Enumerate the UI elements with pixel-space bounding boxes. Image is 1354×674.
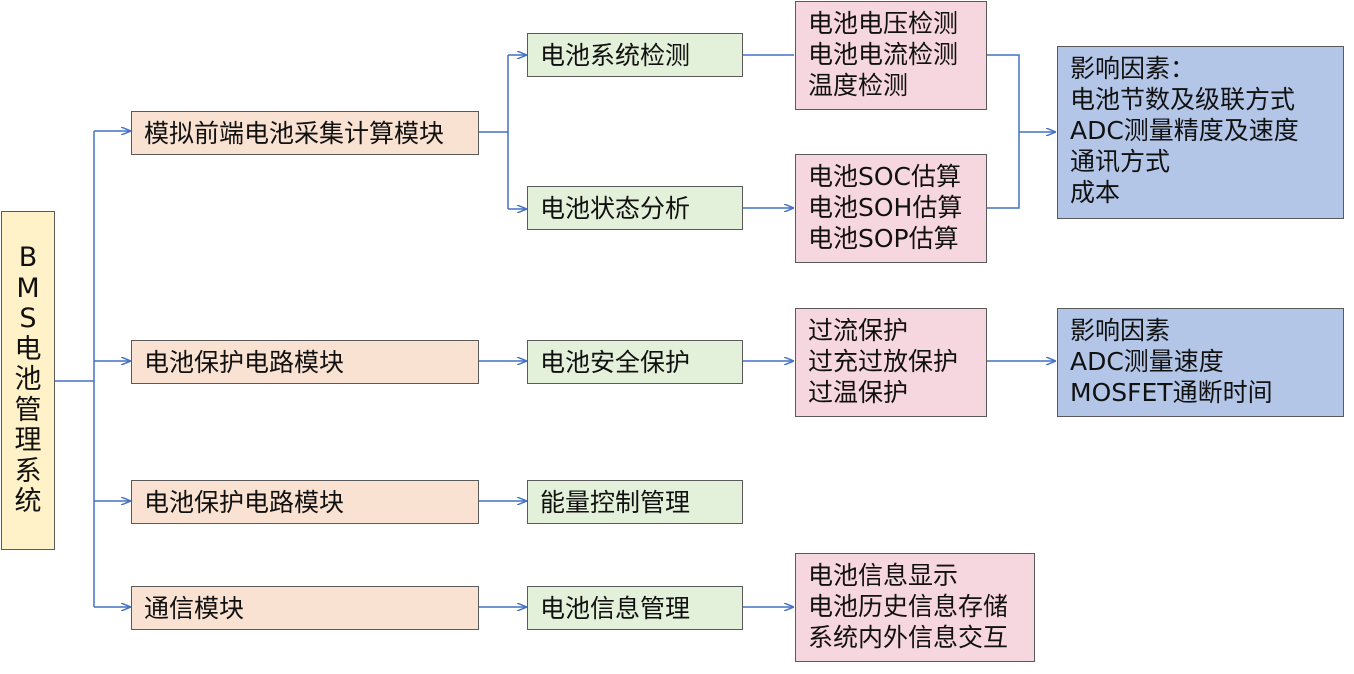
- connector-detail-1-factor: [987, 54, 1020, 209]
- module-node-protection-circuit: 电池保护电路模块: [131, 340, 479, 384]
- function-node-state-analysis: 电池状态分析: [527, 186, 743, 230]
- factor-line: 影响因素：: [1070, 54, 1196, 83]
- detail-node-protection-items: 过流保护 过充过放保护 过温保护: [795, 308, 987, 417]
- detail-line: 电池SOH估算: [808, 193, 963, 222]
- factor-line: MOSFET通断时间: [1070, 378, 1273, 407]
- detail-line: 过温保护: [808, 378, 909, 407]
- root-char: 系: [14, 455, 42, 487]
- detail-line: 过流保护: [808, 316, 909, 345]
- factor-line: 电池节数及级联方式: [1070, 85, 1296, 114]
- module-node-analog-frontend: 模拟前端电池采集计算模块: [131, 111, 479, 155]
- detail-line: 过充过放保护: [808, 347, 959, 376]
- detail-node-info-items: 电池信息显示 电池历史信息存储 系统内外信息交互: [795, 553, 1035, 662]
- root-node-bms: B M S 电 池 管 理 系 统: [1, 211, 55, 550]
- detail-line: 电池历史信息存储: [808, 592, 1009, 621]
- factor-line: 通讯方式: [1070, 147, 1171, 176]
- module-node-protection-circuit-2: 电池保护电路模块: [131, 480, 479, 524]
- root-char: 理: [14, 425, 42, 457]
- root-char: 电: [14, 333, 42, 365]
- factor-node-protection: 影响因素 ADC测量速度 MOSFET通断时间: [1057, 308, 1344, 417]
- detail-node-detection-items: 电池电压检测 电池电流检测 温度检测: [795, 1, 987, 110]
- detail-line: 电池电压检测: [808, 9, 959, 38]
- function-node-energy-control: 能量控制管理: [527, 480, 743, 524]
- factor-line: ADC测量速度: [1070, 347, 1224, 376]
- root-char: 统: [14, 486, 42, 518]
- detail-line: 电池SOP估算: [808, 224, 959, 253]
- detail-line: 电池SOC估算: [808, 162, 962, 191]
- root-char: 管: [14, 394, 42, 426]
- function-node-system-detection: 电池系统检测: [527, 33, 743, 77]
- root-char: B: [18, 242, 38, 274]
- factor-line: 影响因素: [1070, 316, 1171, 345]
- factor-line: 成本: [1070, 178, 1121, 207]
- detail-line: 电池电流检测: [808, 40, 959, 69]
- factor-node-frontend: 影响因素： 电池节数及级联方式 ADC测量精度及速度 通讯方式 成本: [1057, 46, 1344, 219]
- factor-line: ADC测量精度及速度: [1070, 116, 1299, 145]
- root-char: 池: [14, 364, 42, 396]
- module-node-communication: 通信模块: [131, 586, 479, 630]
- detail-line: 系统内外信息交互: [808, 623, 1009, 652]
- detail-line: 电池信息显示: [808, 561, 959, 590]
- root-char: S: [19, 303, 37, 335]
- root-char: M: [16, 272, 40, 304]
- detail-node-estimation-items: 电池SOC估算 电池SOH估算 电池SOP估算: [795, 154, 987, 263]
- detail-line: 温度检测: [808, 71, 909, 100]
- function-node-safety-protection: 电池安全保护: [527, 340, 743, 384]
- function-node-info-management: 电池信息管理: [527, 586, 743, 630]
